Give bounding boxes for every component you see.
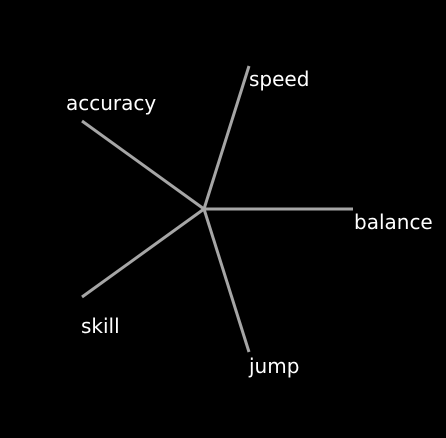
axis-label-skill: skill [81,314,120,338]
axis-spoke-jump [202,208,251,353]
axis-spoke-skill [81,207,205,299]
axis-label-speed: speed [249,67,309,91]
axis-spoke-accuracy [81,119,205,211]
axis-label-balance: balance [354,210,433,234]
axis-spoke-speed [202,65,251,210]
axis-label-accuracy: accuracy [66,91,156,115]
axis-label-jump: jump [248,354,299,378]
